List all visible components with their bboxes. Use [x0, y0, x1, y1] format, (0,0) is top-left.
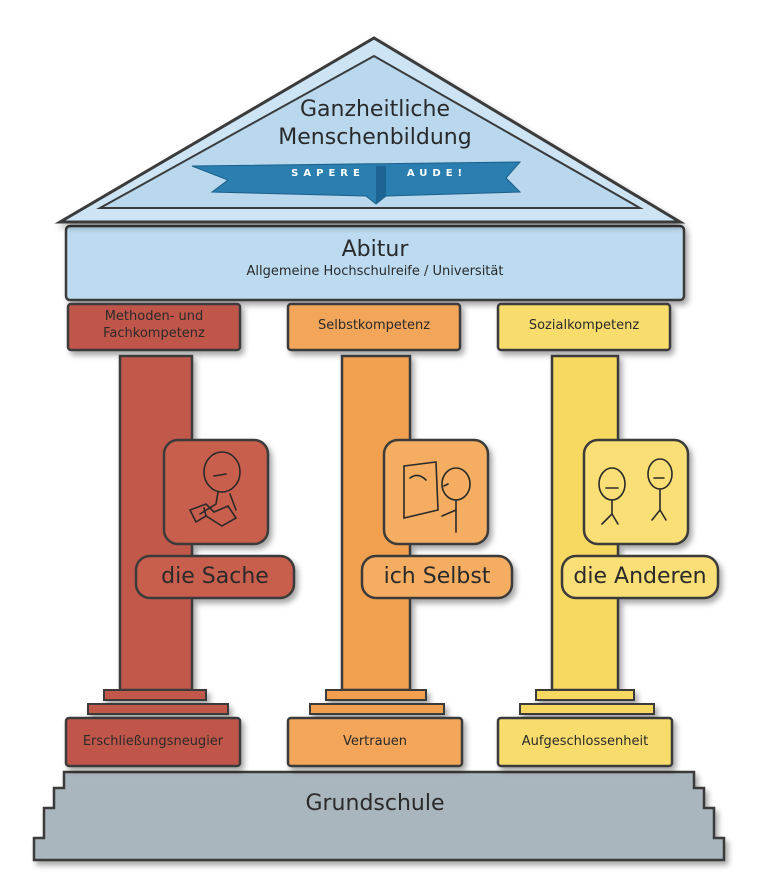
person-looking-in-mirror-icon: [403, 461, 471, 533]
two-people-talking-icon: [598, 458, 673, 525]
motto-left: SAPERE: [291, 168, 365, 179]
pillar-3-capital: Sozialkompetenz: [528, 318, 640, 333]
pillar-3-base: Aufgeschlossenheit: [521, 734, 649, 749]
pillar-1-base: Erschließungsneugier: [82, 734, 224, 749]
entablature-title: Abitur: [341, 237, 409, 262]
pillar-3-shapes: [496, 302, 720, 768]
pillar-2-capital: Selbstkompetenz: [317, 318, 431, 333]
pillar-1-label: die Sache: [161, 564, 269, 589]
entablature-subtitle: Allgemeine Hochschulreife / Universität: [246, 264, 504, 279]
motto-banner: [191, 161, 522, 205]
person-reading-book-icon: [188, 451, 241, 527]
entablature-beam: [64, 224, 686, 302]
roof-title-line-2: Menschenbildung: [278, 125, 472, 150]
motto-right: AUDE!: [406, 168, 468, 179]
foundation-title: Grundschule: [305, 791, 445, 816]
pillar-3-label: die Anderen: [573, 564, 707, 589]
roof-title-line-1: Ganzheitliche: [299, 97, 451, 122]
pillar-1-shapes: [64, 302, 296, 768]
pillar-1-capital-line-2: Fachkompetenz: [103, 326, 205, 341]
foundation-steps: [32, 770, 726, 862]
pillar-2-shapes: [286, 302, 514, 768]
pillar-2-label: ich Selbst: [383, 564, 491, 589]
pillar-1-capital-line-1: Methoden- und: [104, 309, 204, 324]
pillar-2-base: Vertrauen: [342, 734, 408, 749]
